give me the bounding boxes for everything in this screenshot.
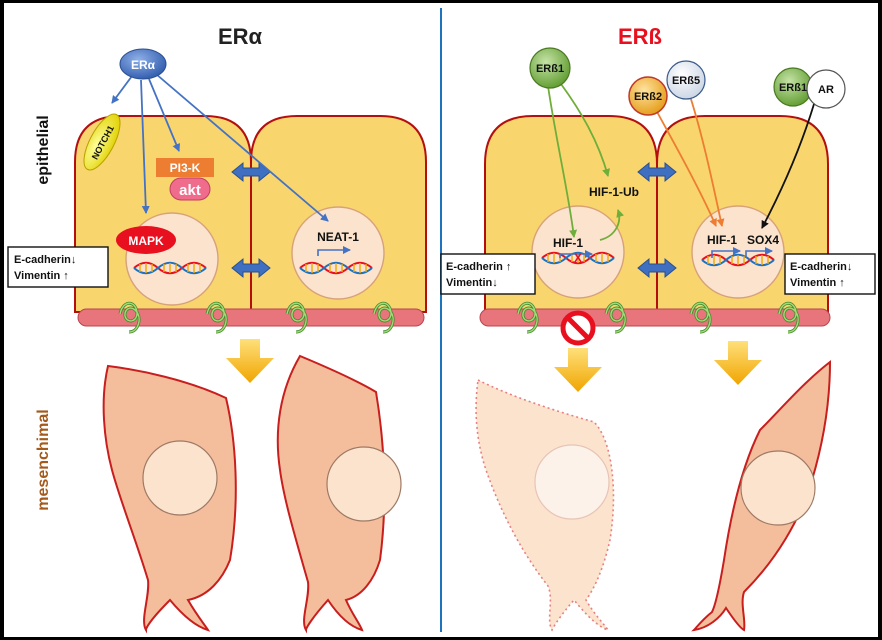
hif1-blocked-transcription-arrow — [559, 250, 593, 258]
erb1-node-label: ERß1 — [536, 63, 564, 75]
prohibited-icon — [560, 310, 596, 346]
akt-pill — [169, 177, 211, 201]
pi3k-box — [156, 158, 214, 177]
erb2-node — [628, 76, 668, 116]
hif1-left-label: HIF-1 — [553, 236, 583, 250]
right-right-marker-box — [784, 253, 876, 295]
erb2-node-label: ERß2 — [634, 91, 662, 103]
right-left-marker-line1: E-cadherin ↑ — [446, 261, 511, 273]
erb1-ar-to-sox4-arrow — [761, 103, 815, 229]
hif1-ubiquitination-arrow — [599, 209, 625, 241]
erb1-to-hif1-arrow — [547, 85, 578, 238]
era-to-mapk-arrow — [140, 79, 150, 214]
notch1-ellipse — [83, 113, 121, 171]
era-node-label: ERα — [131, 58, 156, 72]
epithelial-label: epithelial — [35, 115, 52, 184]
left-mesenchymal-nucleus-1 — [142, 440, 218, 516]
neat1-label: NEAT-1 — [317, 230, 359, 244]
right-left-marker-box — [440, 253, 536, 295]
hif1-right-label: HIF-1 — [707, 233, 737, 247]
erb-signaling-arrows — [547, 83, 815, 241]
left-epithelial-cells — [74, 115, 427, 334]
mesenchimal-label: mesenchimal — [35, 409, 52, 510]
ar-node-label: AR — [818, 84, 834, 96]
erb5-node-label: ERß5 — [672, 75, 700, 87]
ar-node — [806, 69, 846, 109]
left-nucleus-2 — [291, 206, 385, 300]
mapk-label: MAPK — [128, 234, 164, 248]
sox4-label: SOX4 — [747, 233, 779, 247]
era-signaling-arrows — [111, 73, 329, 222]
right-right-marker-line2: Vimentin ↑ — [790, 277, 845, 289]
right-left-marker-line2: Vimentin↓ — [446, 277, 498, 289]
era-to-pi3k-arrow — [148, 78, 180, 152]
era-to-neat1-arrow — [155, 73, 329, 222]
left-marker-line2: Vimentin ↑ — [14, 270, 69, 282]
right-mesenchymal-nucleus — [740, 450, 816, 526]
erb5-to-hif1-arrow — [689, 95, 725, 227]
mapk-ellipse — [116, 226, 176, 254]
sox4-transcription-arrow — [745, 247, 773, 258]
erb5-node — [666, 60, 706, 100]
erb1-node — [529, 47, 571, 89]
right-right-marker-line1: E-cadherin↓ — [790, 261, 852, 273]
era-to-notch1-arrow — [111, 75, 133, 104]
faded-mesenchymal-nucleus — [534, 444, 610, 520]
akt-label: akt — [179, 182, 201, 199]
left-mesenchymal-cells — [102, 354, 402, 634]
erb1-ar-complex-label: ERß1 — [779, 82, 807, 94]
right-epithelial-cells — [479, 115, 831, 334]
era-node — [119, 48, 167, 80]
right-membrane — [479, 308, 831, 327]
hif1-transcription-arrow — [711, 247, 741, 258]
left-membrane — [77, 308, 425, 327]
left-marker-box — [7, 246, 109, 288]
erb1-to-hif1-ub-arrow — [560, 83, 610, 177]
x-mark: X — [574, 251, 582, 265]
right-nucleus-2 — [691, 205, 785, 299]
left-mesenchymal-nucleus-2 — [326, 446, 402, 522]
left-marker-line1: E-cadherin↓ — [14, 254, 76, 266]
left-panel-title: ERα — [218, 24, 263, 49]
right-panel-title: ERß — [618, 24, 662, 49]
right-mesenchymal-cells — [475, 359, 832, 632]
pi3k-label: PI3-K — [170, 161, 201, 175]
erb2-to-hif1-arrow — [655, 109, 717, 227]
neat1-transcription-arrow — [317, 246, 351, 256]
hif1-ub-label: HIF-1-Ub — [589, 185, 639, 199]
